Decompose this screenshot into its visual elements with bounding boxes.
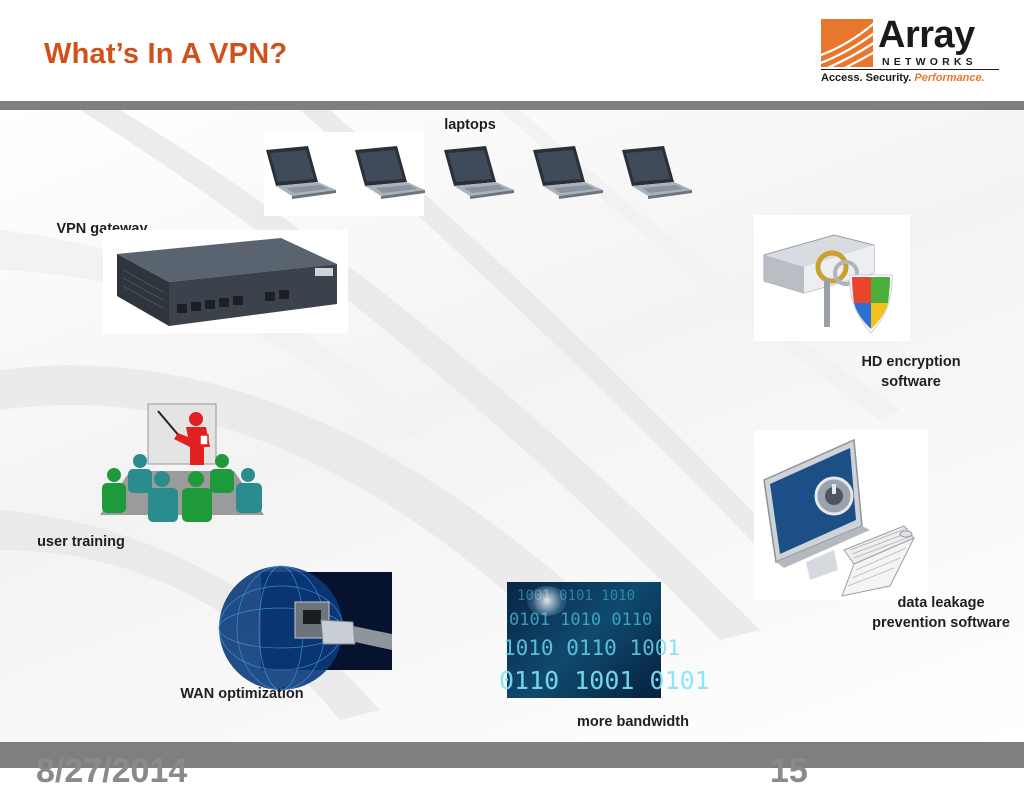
monitor-vault-lock-icon <box>763 438 916 597</box>
user-training-image <box>100 403 264 523</box>
classroom-presentation-icon <box>100 403 264 522</box>
data-leakage-image <box>754 430 928 600</box>
network-switch-icon <box>117 238 337 326</box>
binary-digits-row: 0110 1001 0101 <box>499 666 710 695</box>
network-cable-globe-icon <box>218 565 392 691</box>
data-leakage-label: data leakage prevention software <box>860 593 1022 633</box>
laptops-label: laptops <box>444 117 496 133</box>
logo-tagline-main: Access. Security. <box>821 72 915 84</box>
binary-digits-row: 1010 0110 1001 <box>503 636 681 660</box>
logo-networks-text: NETWORKS <box>882 56 977 68</box>
hd-encryption-image <box>754 215 910 341</box>
logo-brand-text: Array <box>878 14 975 56</box>
hd-encryption-label: HD encryption software <box>836 352 986 392</box>
header-divider-bar <box>0 101 1024 110</box>
logo-tagline: Access. Security. Performance. <box>821 72 985 84</box>
slide-title: What’s In A VPN? <box>44 38 288 70</box>
array-logo-mark-icon <box>821 19 873 67</box>
slide-footer-bar: 8/27/2014 15 <box>0 742 1024 790</box>
user-training-label: user training <box>37 534 125 550</box>
wan-optimization-image <box>218 565 392 691</box>
footer-page-number: 15 <box>770 752 808 790</box>
data-leakage-label-line1: data leakage <box>897 595 985 611</box>
laptops-group <box>264 132 694 216</box>
vpn-gateway-image <box>103 230 348 333</box>
array-networks-logo: Array NETWORKS Access. Security. Perform… <box>818 14 1004 88</box>
hd-encryption-label-line2: software <box>881 374 941 390</box>
laptops-graphic <box>266 146 692 199</box>
binary-digits-row: 0101 1010 0110 <box>509 610 653 630</box>
light-flare <box>527 586 567 616</box>
drive-key-shield-icon <box>763 234 893 334</box>
more-bandwidth-label: more bandwidth <box>577 714 689 730</box>
more-bandwidth-image: 1001 0101 1010 0101 1010 0110 1010 0110 … <box>499 582 710 698</box>
logo-tagline-accent: Performance. <box>914 72 985 84</box>
laptop-icon <box>533 146 603 199</box>
wan-optimization-label: WAN optimization <box>180 686 304 702</box>
laptop-icon <box>444 146 514 199</box>
data-leakage-label-line2: prevention software <box>872 615 1010 631</box>
footer-date: 8/27/2014 <box>36 752 188 790</box>
laptop-icon <box>622 146 692 199</box>
logo-underline <box>821 69 999 70</box>
hd-encryption-label-line1: HD encryption <box>861 354 961 370</box>
laptop-icon <box>355 146 425 199</box>
laptop-icon <box>266 146 336 199</box>
